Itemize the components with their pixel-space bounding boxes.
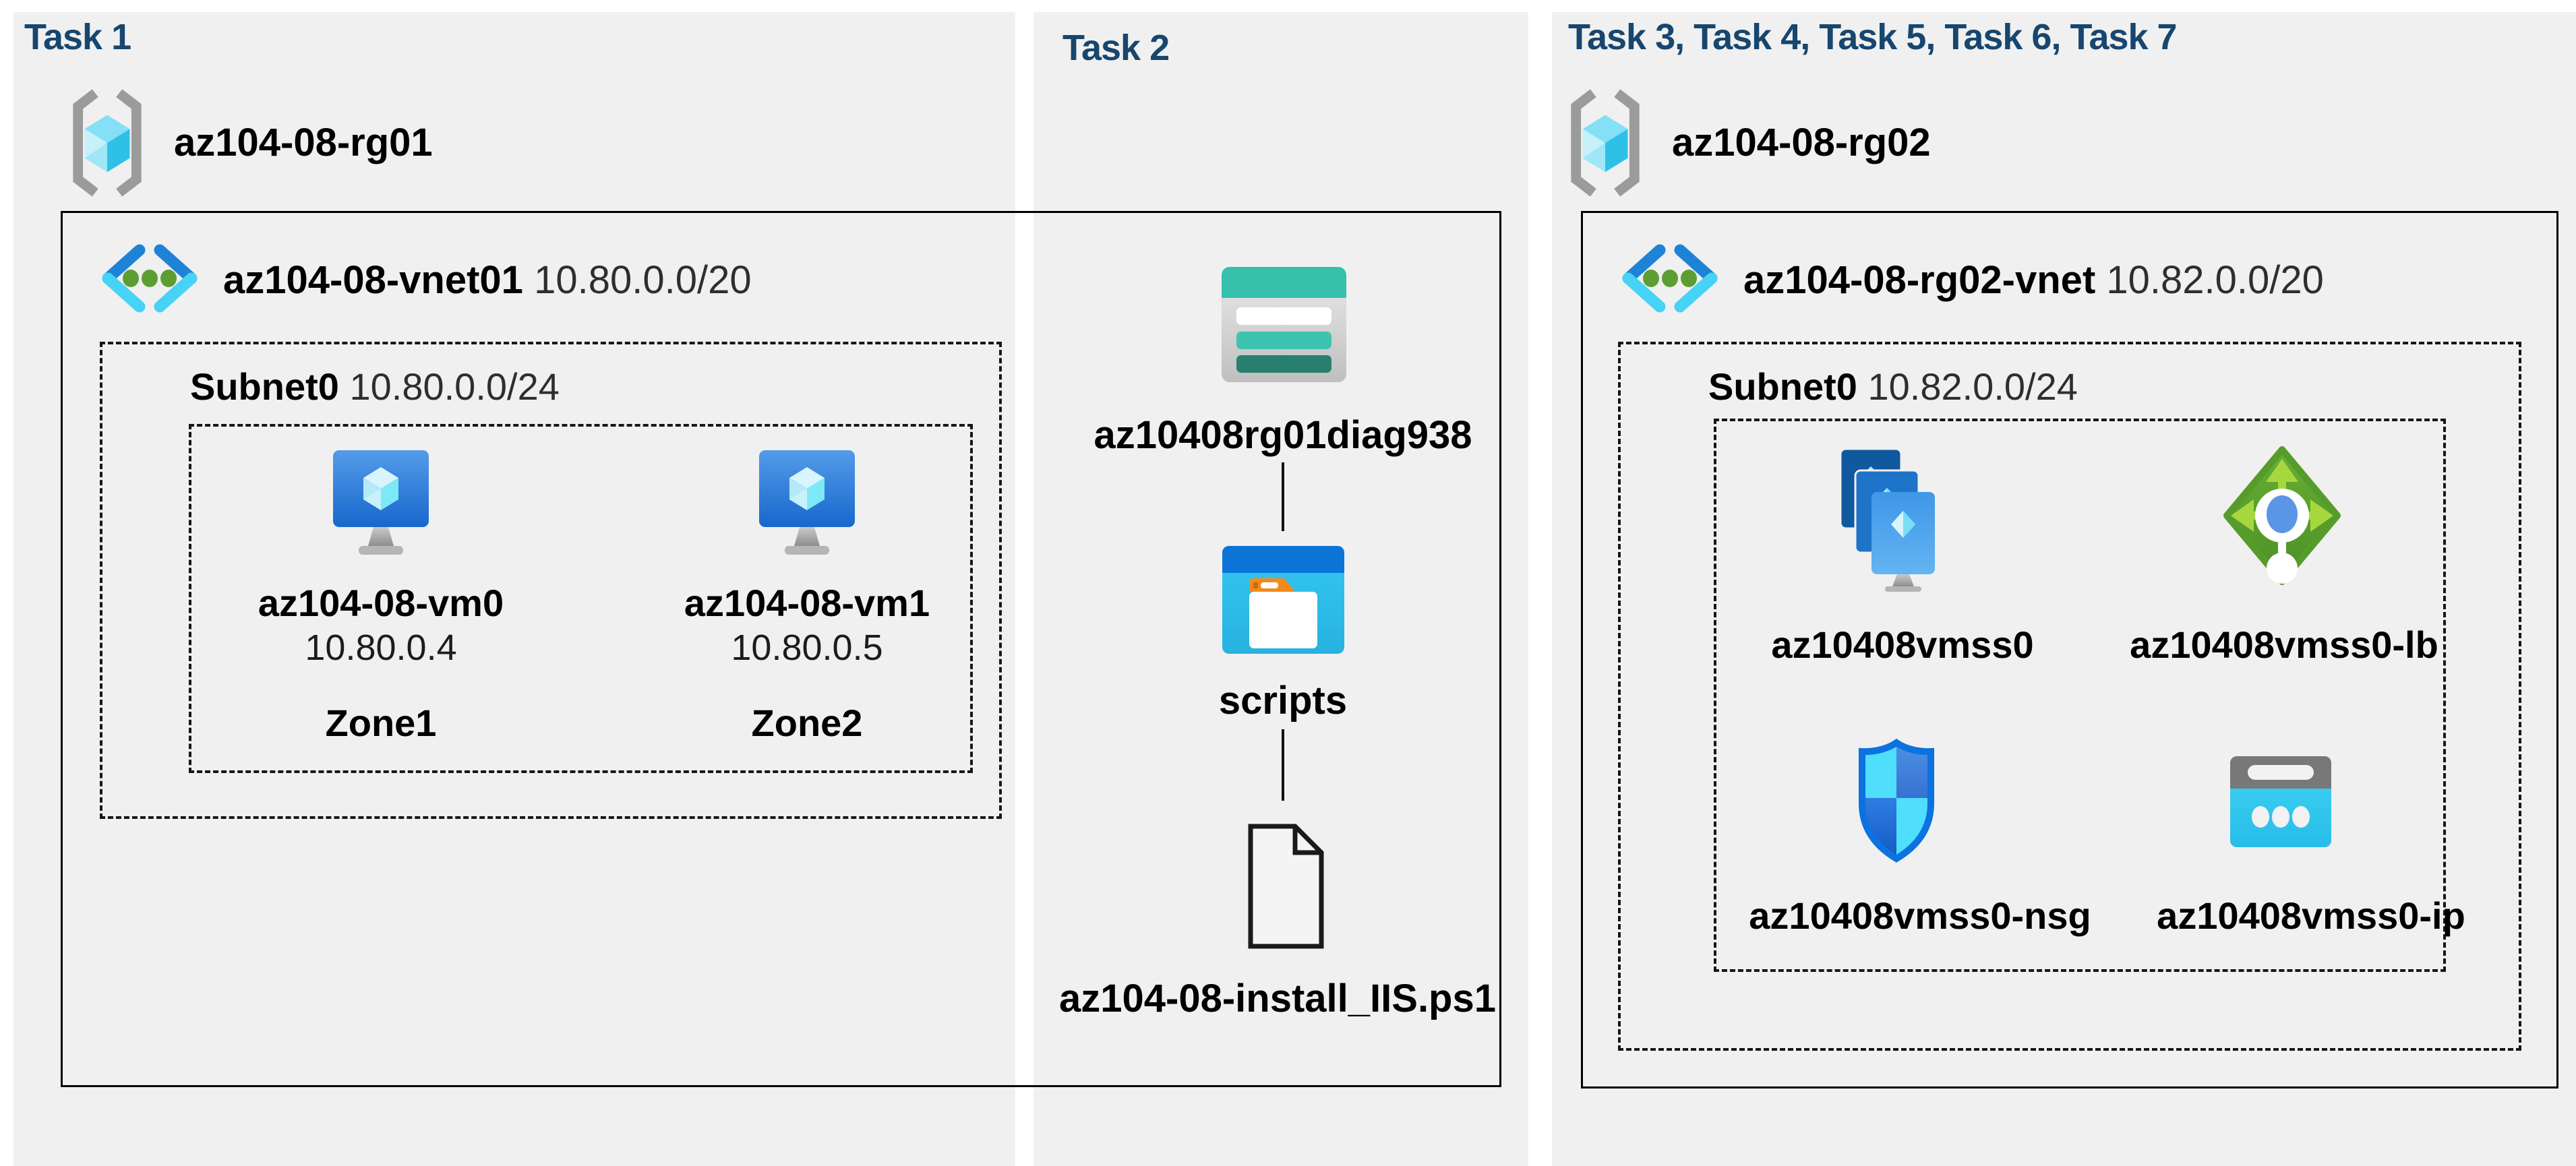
lb-label: az10408vmss0-lb [2130,623,2438,666]
network-security-group-icon [1853,737,1940,865]
vnet01-cidr: 10.80.0.0/20 [534,258,752,302]
file-label: az104-08-install_IIS.ps1 [1059,977,1496,1020]
subnet0-cidr-task1: 10.80.0.0/24 [349,365,560,408]
rg01-label: az104-08-rg01 [174,121,433,164]
vnet01-label: az104-08-vnet01 10.80.0.0/20 [223,257,752,303]
resource-group-icon [65,86,150,200]
rg02-vnet-label: az104-08-rg02-vnet 10.82.0.0/20 [1743,257,2324,303]
vmss-label: az10408vmss0 [1771,623,2034,666]
vm1-ip: 10.80.0.5 [731,627,883,668]
vm0-zone: Zone1 [325,702,437,744]
task1-header: Task 1 [24,17,131,57]
resource-group-icon [1563,86,1648,200]
public-ip-label: az10408vmss0-ip [2157,894,2465,937]
rg02-vnet-name: az104-08-rg02-vnet [1743,258,2096,302]
task3-panel [1552,12,2576,1166]
virtual-network-icon [99,243,200,314]
subnet0-name-task3: Subnet0 [1708,365,1857,408]
task2-header: Task 2 [1062,28,1170,68]
subnet0-label-task1: Subnet0 10.80.0.0/24 [190,365,560,408]
public-ip-icon [2230,756,2331,847]
vm-scale-set-icon [1820,449,1955,592]
connector-container-file [1282,729,1284,801]
virtual-machine-icon [758,449,856,557]
subnet0-box-task1 [100,342,1002,819]
rg02-vnet-cidr: 10.82.0.0/20 [2106,258,2324,302]
zones-box [189,424,973,773]
vnet01-name: az104-08-vnet01 [223,258,523,302]
subnet0-label-task3: Subnet0 10.82.0.0/24 [1708,365,2078,408]
container-label: scripts [1218,679,1348,723]
connector-storage-container [1282,462,1284,531]
file-icon [1244,820,1328,953]
rg02-vnet-box [1581,211,2558,1088]
virtual-machine-icon [332,449,430,557]
storage-account-icon [1222,267,1346,382]
vm0-name: az104-08-vm0 [258,582,504,624]
vmss-resources-box [1714,419,2446,972]
subnet0-name-task1: Subnet0 [190,365,339,408]
task1-panel [13,12,1015,1166]
storage-account-label: az10408rg01diag938 [1094,413,1472,457]
task3-header: Task 3, Task 4, Task 5, Task 6, Task 7 [1568,17,2178,57]
rg02-label: az104-08-rg02 [1672,121,1931,164]
vm0-ip: 10.80.0.4 [305,627,457,668]
vnet01-box [61,211,1501,1087]
subnet0-box-task3 [1618,342,2521,1051]
vm1-name: az104-08-vm1 [684,582,930,624]
load-balancer-icon [2221,443,2343,588]
blob-container-icon [1222,546,1344,654]
vm1-zone: Zone2 [751,702,863,744]
nsg-label: az10408vmss0-nsg [1749,894,2091,937]
subnet0-cidr-task3: 10.82.0.0/24 [1867,365,2078,408]
virtual-network-icon [1619,243,1720,314]
